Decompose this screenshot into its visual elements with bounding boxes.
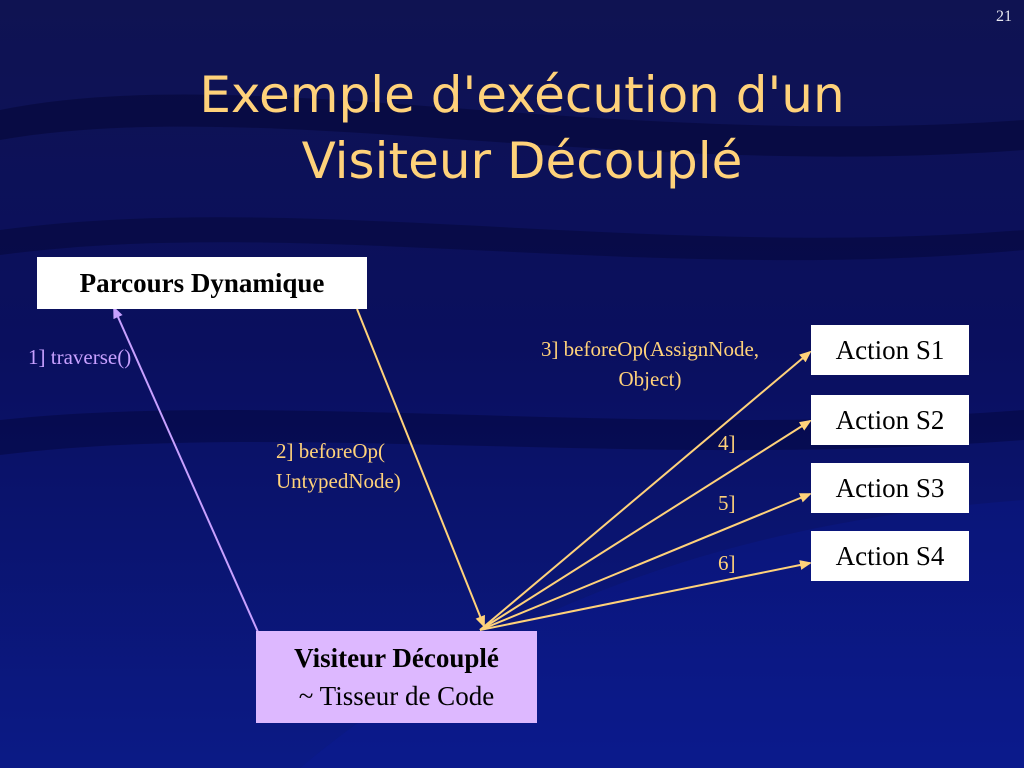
title-line-1: Exemple d'exécution d'un [199, 66, 845, 124]
label-step-4: 4] [718, 431, 736, 455]
label-step-6: 6] [718, 551, 736, 575]
action-s3-box: Action S3 [811, 463, 969, 513]
arrow-traverse [113, 306, 259, 633]
label-before-op-assign: 3] beforeOp(AssignNode, Object) [505, 334, 795, 394]
slide-number: 21 [996, 8, 1012, 25]
parcours-dynamique-box: Parcours Dynamique [37, 257, 367, 309]
arrow-to-action-s3 [479, 493, 812, 631]
action-s4-box: Action S4 [811, 531, 969, 581]
action-s1-box: Action S1 [811, 325, 969, 375]
arrow-to-action-s4 [479, 560, 812, 631]
arrow-to-action-s2 [479, 419, 812, 631]
label-step-5: 5] [718, 491, 736, 515]
label-before-op-untyped: 2] beforeOp( UntypedNode) [276, 436, 401, 496]
visiteur-title: Visiteur Découplé [294, 643, 499, 673]
label-before-op-untyped-line1: 2] beforeOp( [276, 439, 386, 463]
visiteur-decouple-box: Visiteur Découplé ~ Tisseur de Code [256, 631, 537, 723]
label-traverse: 1] traverse() [28, 345, 132, 369]
action-s2-box: Action S2 [811, 395, 969, 445]
label-before-op-assign-line2: Object) [618, 367, 682, 391]
arrow-before-op-untyped [356, 308, 485, 628]
label-before-op-assign-line1: 3] beforeOp(AssignNode, [540, 337, 760, 361]
visiteur-subtitle: ~ Tisseur de Code [298, 681, 495, 711]
label-before-op-untyped-line2: UntypedNode) [276, 469, 401, 493]
title-line-2: Visiteur Découplé [301, 132, 743, 190]
arrow-to-action-s1 [479, 350, 812, 631]
slide-title: Exemple d'exécution d'un Visiteur Découp… [0, 62, 1024, 194]
